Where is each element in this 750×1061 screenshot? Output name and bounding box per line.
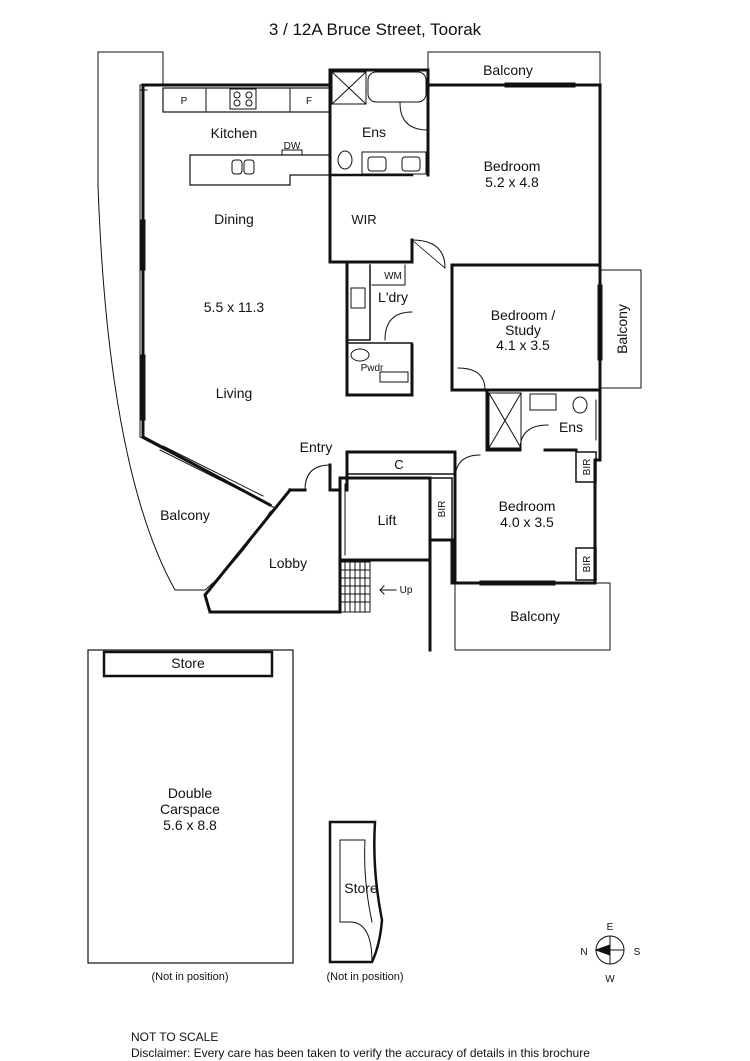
kitchen-bench [162, 87, 331, 113]
label-entry: Entry [300, 439, 333, 455]
label-dishwasher: DW [284, 141, 301, 152]
label-dining: Dining [214, 211, 254, 227]
label-carspace-line1: Double [168, 785, 213, 801]
plan-title: 3 / 12A Bruce Street, Toorak [268, 20, 482, 39]
label-balcony-bottom: Balcony [510, 608, 560, 624]
label-balcony-side: Balcony [614, 304, 630, 354]
shower-2-icon [488, 392, 522, 449]
kitchen-island [189, 154, 331, 186]
label-carspace-note: (Not in position) [151, 971, 228, 983]
label-bedroom3-size: 4.0 x 3.5 [500, 514, 554, 530]
label-wir: WIR [351, 212, 376, 227]
ens-toilet-icon [337, 150, 353, 170]
label-carspace-store: Store [171, 655, 205, 671]
label-living: Living [216, 385, 253, 401]
carspace-store-box [102, 650, 274, 678]
stairs [339, 561, 371, 613]
ens2-toilet-icon [572, 396, 588, 414]
bathtub-icon [367, 71, 427, 103]
label-bir-2: BIR [582, 556, 593, 573]
cooktop-icon [229, 88, 257, 110]
label-bir-1: BIR [582, 459, 593, 476]
label-kitchen: Kitchen [211, 125, 258, 141]
bir-1-box [575, 451, 597, 483]
label-balcony-left: Balcony [160, 507, 210, 523]
label-store2: Store [344, 880, 378, 896]
scale-note: NOT TO SCALE [131, 1030, 219, 1044]
label-laundry: L'dry [378, 289, 408, 305]
label-pantry: P [181, 96, 188, 107]
label-living-size: 5.5 x 11.3 [204, 299, 265, 315]
balcony-bottom-outline [454, 582, 611, 651]
ensuite-vanity [361, 151, 427, 175]
compass-n: N [580, 947, 587, 958]
label-bedroom2-line1: Bedroom / [491, 307, 556, 323]
living-window-1 [140, 219, 146, 271]
label-cupboard: C [394, 457, 403, 472]
balcony-top-outline [427, 51, 601, 86]
living-window-2 [140, 354, 146, 421]
powder-toilet-icon [350, 348, 370, 362]
disclaimer: Disclaimer: Every care has been taken to… [131, 1046, 590, 1060]
label-carspace-line2: Carspace [160, 801, 220, 817]
carspace-outline [87, 649, 294, 964]
kitchen-window [139, 84, 148, 438]
compass-icon [594, 935, 625, 965]
compass-s: S [634, 947, 641, 958]
bir-2-box [575, 547, 597, 581]
store2-outline [328, 820, 384, 964]
label-bedroom3-name: Bedroom [499, 498, 556, 514]
shower-icon [331, 71, 367, 105]
compass-e: E [607, 922, 614, 933]
label-stairs-up: Up [400, 585, 413, 596]
label-fridge: F [306, 96, 312, 107]
label-bedroom1-name: Bedroom [484, 158, 541, 174]
label-balcony-top: Balcony [483, 62, 533, 78]
label-bedroom1-size: 5.2 x 4.8 [485, 174, 539, 190]
compass-w: W [605, 974, 615, 985]
label-ensuite-2: Ens [559, 419, 583, 435]
label-store2-note: (Not in position) [326, 971, 403, 983]
living-west-wall [141, 83, 273, 508]
label-ensuite-main: Ens [362, 124, 386, 140]
label-bedroom2-line2: Study [505, 322, 541, 338]
label-lobby: Lobby [269, 555, 307, 571]
label-washing-machine: WM [384, 271, 402, 282]
label-carspace-size: 5.6 x 8.8 [163, 817, 217, 833]
label-powder: Pwdr [361, 363, 384, 374]
balcony-side-outline [599, 269, 642, 389]
label-bedroom2-size: 4.1 x 3.5 [496, 337, 550, 353]
balcony-door [159, 445, 264, 501]
stairs-up-arrow [379, 585, 397, 595]
label-bir-lift: BIR [437, 501, 448, 518]
label-lift: Lift [378, 512, 397, 528]
